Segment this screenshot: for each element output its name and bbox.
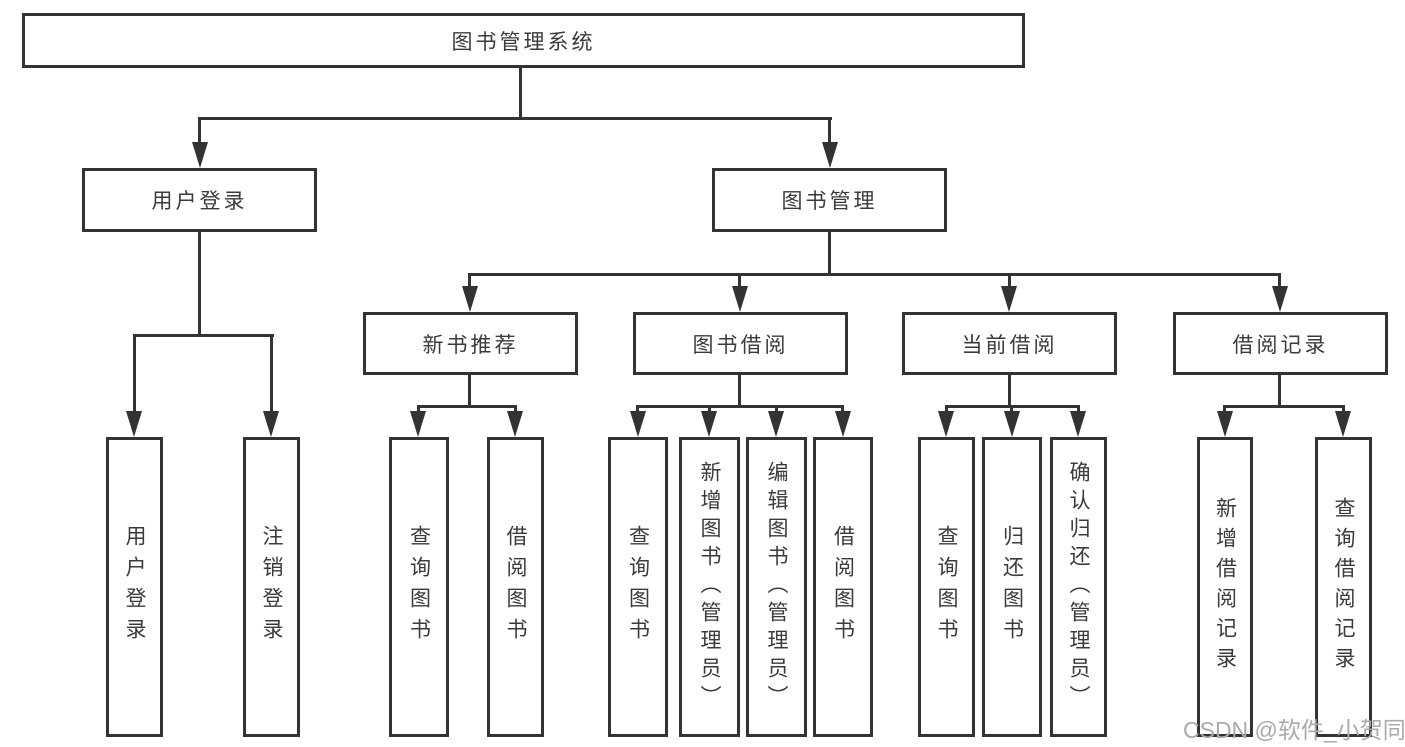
arrowhead-down-icon — [768, 411, 784, 437]
leaf-borrow-books: 借阅图书 — [813, 437, 873, 737]
node-book-borrowing: 图书借阅 — [633, 312, 848, 375]
connector-line — [775, 405, 778, 413]
leaf-query-books: 查询图书 — [608, 437, 668, 737]
connector-line — [1077, 405, 1080, 413]
connector-line — [519, 66, 522, 119]
connector-line — [636, 405, 639, 413]
leaf-logout: 注销登录 — [243, 437, 300, 737]
connector-line — [133, 334, 136, 413]
connector-line — [1278, 273, 1281, 288]
connector-line — [468, 273, 471, 288]
leaf-user-login: 用户登录 — [106, 437, 163, 737]
node-current-borrowing: 当前借阅 — [902, 312, 1117, 375]
connector-line — [468, 373, 471, 407]
arrowhead-down-icon — [410, 411, 426, 437]
connector-line — [738, 373, 741, 407]
connector-line — [514, 405, 517, 413]
connector-line — [198, 117, 201, 144]
arrowhead-down-icon — [462, 286, 478, 312]
watermark: CSDN @软件_小贺同学 — [1183, 717, 1405, 743]
leaf-add-book-admin: 新增图书（管理员） — [679, 437, 740, 737]
connector-line — [417, 405, 420, 413]
node-user-login: 用户登录 — [82, 168, 317, 232]
connector-line — [1223, 405, 1345, 408]
leaf-query-borrow-record: 查询借阅记录 — [1315, 437, 1372, 737]
connector-line — [828, 117, 831, 144]
arrowhead-down-icon — [732, 286, 748, 312]
arrowhead-down-icon — [507, 411, 523, 437]
arrowhead-down-icon — [630, 411, 646, 437]
connector-line — [1223, 405, 1226, 413]
arrowhead-down-icon — [1335, 411, 1351, 437]
leaf-query-books: 查询图书 — [389, 437, 449, 737]
node-book-management: 图书管理 — [712, 168, 947, 232]
connector-line — [270, 334, 273, 413]
node-new-book-recommendation: 新书推荐 — [363, 312, 578, 375]
arrowhead-down-icon — [1001, 286, 1017, 312]
connector-line — [738, 273, 741, 288]
leaf-query-books: 查询图书 — [918, 437, 975, 737]
arrowhead-down-icon — [938, 411, 954, 437]
connector-line — [133, 334, 274, 337]
connector-line — [841, 405, 844, 413]
arrowhead-down-icon — [1217, 411, 1233, 437]
arrowhead-down-icon — [822, 142, 838, 168]
connector-line — [1342, 405, 1345, 413]
connector-line — [417, 405, 517, 408]
arrowhead-down-icon — [835, 411, 851, 437]
connector-line — [1278, 373, 1281, 407]
arrowhead-down-icon — [1272, 286, 1288, 312]
leaf-borrow-books: 借阅图书 — [487, 437, 544, 737]
arrowhead-down-icon — [701, 411, 717, 437]
connector-line — [708, 405, 711, 413]
connector-line — [198, 117, 832, 120]
arrowhead-down-icon — [263, 411, 279, 437]
connector-line — [1008, 273, 1011, 288]
leaf-add-borrow-record: 新增借阅记录 — [1197, 437, 1253, 737]
leaf-return-books: 归还图书 — [982, 437, 1042, 737]
arrowhead-down-icon — [192, 142, 208, 168]
connector-line — [636, 405, 844, 408]
arrowhead-down-icon — [1004, 411, 1020, 437]
connector-line — [1010, 405, 1013, 413]
connector-line — [198, 230, 201, 336]
connector-line — [468, 273, 1281, 276]
arrowhead-down-icon — [126, 411, 142, 437]
arrowhead-down-icon — [1070, 411, 1086, 437]
leaf-edit-book-admin: 编辑图书（管理员） — [746, 437, 807, 737]
leaf-confirm-return-admin: 确认归还（管理员） — [1050, 437, 1107, 737]
node-library-management-system: 图书管理系统 — [22, 13, 1025, 68]
connector-line — [1008, 373, 1011, 407]
node-borrowing-records: 借阅记录 — [1173, 312, 1388, 375]
connector-line — [828, 230, 831, 275]
connector-line — [945, 405, 948, 413]
